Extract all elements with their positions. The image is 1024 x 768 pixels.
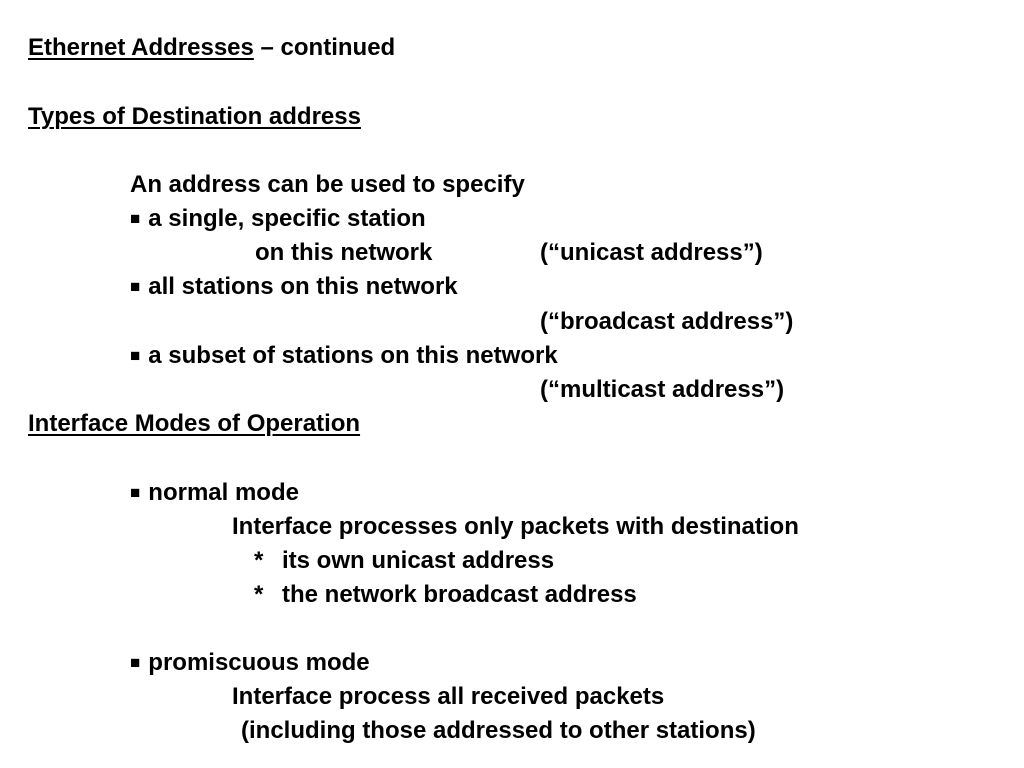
asterisk-icon: * <box>254 547 264 574</box>
list-item-subtext: on this network <box>255 239 433 266</box>
list-item-unicast: ■ a single, specific station <box>130 205 426 233</box>
point-text: its own unicast address <box>282 547 555 574</box>
point-text: the network broadcast address <box>282 581 637 608</box>
broadcast-note: (“broadcast address”) <box>540 308 794 335</box>
slide-title-main: Ethernet Addresses <box>28 34 254 61</box>
square-bullet-icon: ■ <box>130 346 141 365</box>
mode-name: normal mode <box>148 479 299 506</box>
mode-normal: ■ normal mode <box>130 479 299 507</box>
list-item-broadcast: ■ all stations on this network <box>130 273 458 301</box>
asterisk-icon: * <box>254 581 264 608</box>
section-title-destination-types: Types of Destination address <box>28 103 361 130</box>
mode-name: promiscuous mode <box>148 649 370 676</box>
mode-promiscuous-desc: Interface process all received packets <box>232 683 665 710</box>
intro-text: An address can be used to specify <box>130 171 525 198</box>
square-bullet-icon: ■ <box>130 209 141 228</box>
section-title-interface-modes: Interface Modes of Operation <box>28 410 361 437</box>
mode-normal-point-unicast: * its own unicast address <box>254 547 554 575</box>
mode-normal-point-broadcast: * the network broadcast address <box>254 581 637 609</box>
list-item-text: a subset of stations on this network <box>148 342 558 369</box>
square-bullet-icon: ■ <box>130 653 141 672</box>
unicast-note: (“unicast address”) <box>540 239 763 266</box>
mode-promiscuous-desc-2: (including those addressed to other stat… <box>241 717 756 744</box>
slide-title-suffix: – continued <box>253 34 396 61</box>
square-bullet-icon: ■ <box>130 277 141 296</box>
list-item-text: a single, specific station <box>148 205 426 232</box>
slide-title: Ethernet Addresses – continued <box>28 34 395 62</box>
square-bullet-icon: ■ <box>130 483 141 502</box>
list-item-multicast: ■ a subset of stations on this network <box>130 342 558 370</box>
mode-promiscuous: ■ promiscuous mode <box>130 649 370 677</box>
list-item-text: all stations on this network <box>148 273 458 300</box>
mode-normal-desc: Interface processes only packets with de… <box>232 513 799 540</box>
multicast-note: (“multicast address”) <box>540 376 785 403</box>
